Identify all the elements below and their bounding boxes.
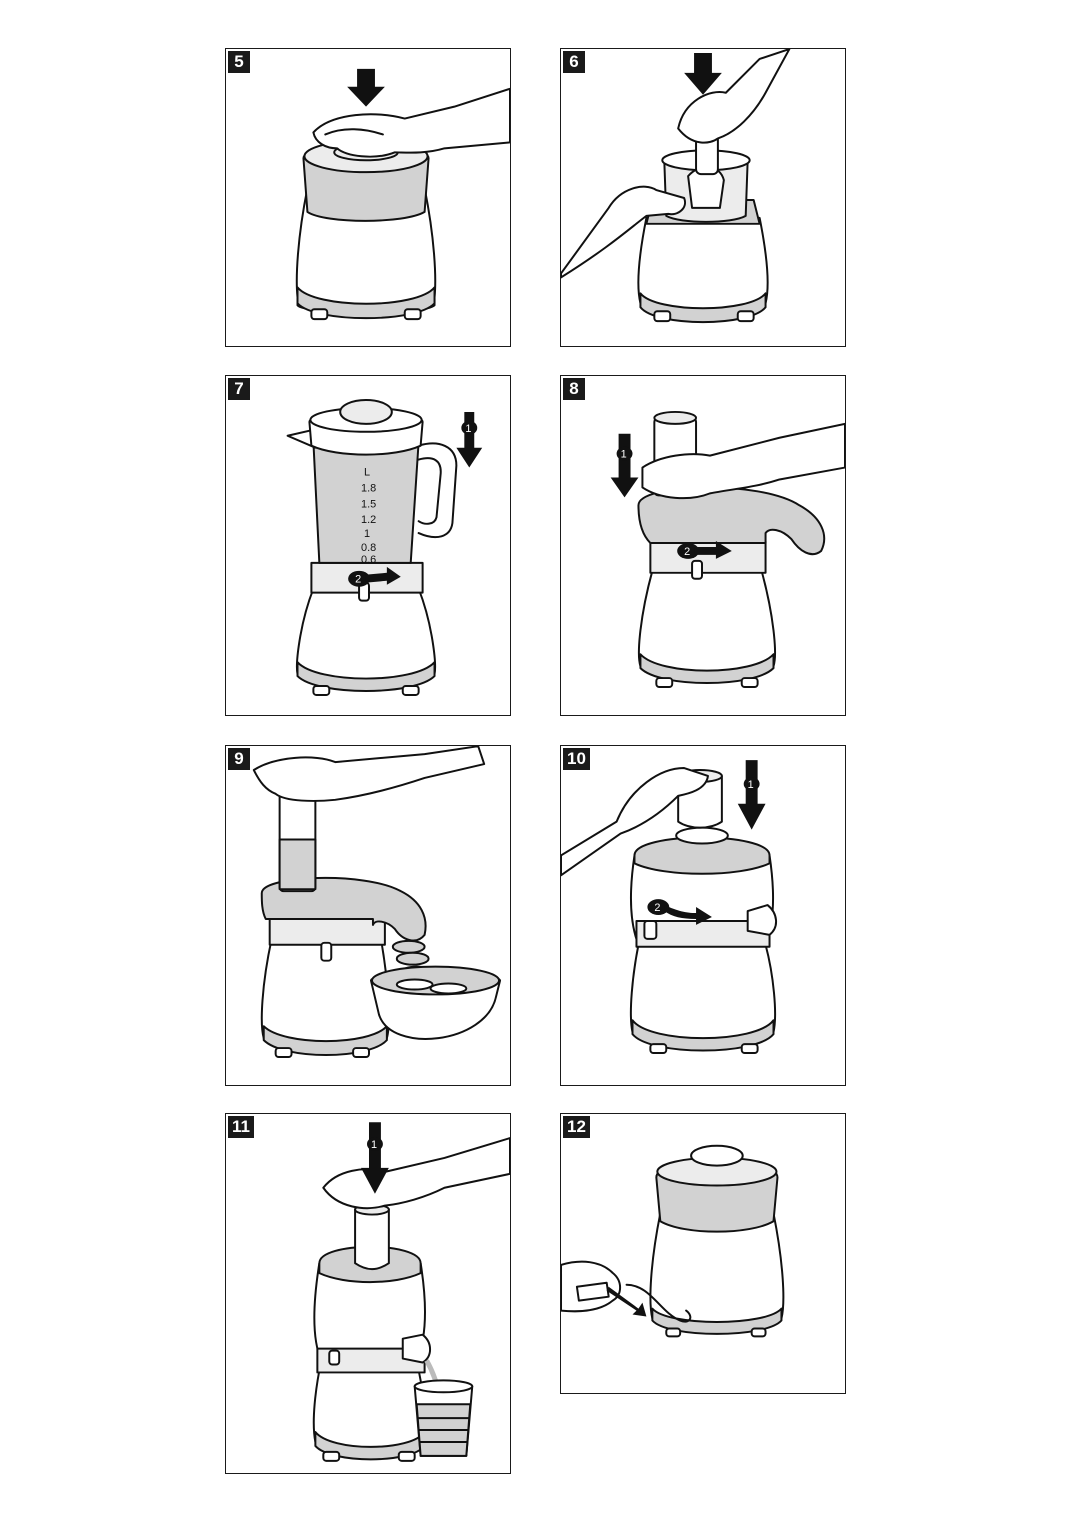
illustration-press-lid (295, 68, 510, 321)
step-label-1: 1 (748, 779, 754, 791)
jug-marking: L (364, 466, 370, 478)
step-label-2: 2 (654, 902, 660, 914)
illustration-slicing-into-bowl (252, 746, 502, 1058)
jug-marking: 1 (364, 528, 370, 540)
step-label-1: 1 (371, 1139, 377, 1151)
panel-step-12: 12 (560, 1113, 846, 1394)
illustration-slicer-attach: 1 2 (610, 410, 845, 688)
step-number-badge: 8 (563, 378, 585, 400)
step-label-2: 2 (684, 546, 690, 558)
step-number-badge: 10 (563, 748, 590, 770)
jug-marking: 1.5 (361, 498, 376, 510)
illustration-blender-jug: L 1.8 1.5 1.2 1 0.8 0.6 1 2 (286, 399, 483, 696)
jug-marking: 1.2 (361, 514, 376, 526)
step-number-badge: 11 (228, 1116, 254, 1138)
jug-marking: 1.8 (361, 482, 376, 494)
jug-markings: L 1.8 1.5 1.2 1 0.8 0.6 (361, 466, 376, 565)
jug-marking: 0.8 (361, 542, 376, 554)
step-number-badge: 9 (228, 748, 250, 770)
illustration-juicing-into-glass: 1 (312, 1122, 510, 1462)
jug-marking: 0.6 (361, 554, 376, 566)
panel-step-11: 1 11 (225, 1113, 511, 1474)
step-number-badge: 5 (228, 51, 250, 73)
panel-step-10: 1 2 10 (560, 745, 846, 1086)
step-number-badge: 6 (563, 51, 585, 73)
panel-step-9: 9 (225, 745, 511, 1086)
step-number-badge: 7 (228, 378, 250, 400)
panel-step-8: 1 2 8 (560, 375, 846, 716)
step-label-2: 2 (355, 574, 361, 586)
panel-step-6: 6 (560, 48, 846, 347)
panel-step-5: 5 (225, 48, 511, 347)
panel-step-7: L 1.8 1.5 1.2 1 0.8 0.6 1 2 7 (225, 375, 511, 716)
illustration-juicer-attach: 1 2 (561, 760, 777, 1055)
step-label-1: 1 (465, 423, 471, 435)
step-number-badge: 12 (563, 1116, 590, 1138)
illustration-insert-pusher (561, 49, 791, 324)
illustration-unplug (561, 1144, 785, 1338)
step-label-1: 1 (621, 449, 627, 461)
